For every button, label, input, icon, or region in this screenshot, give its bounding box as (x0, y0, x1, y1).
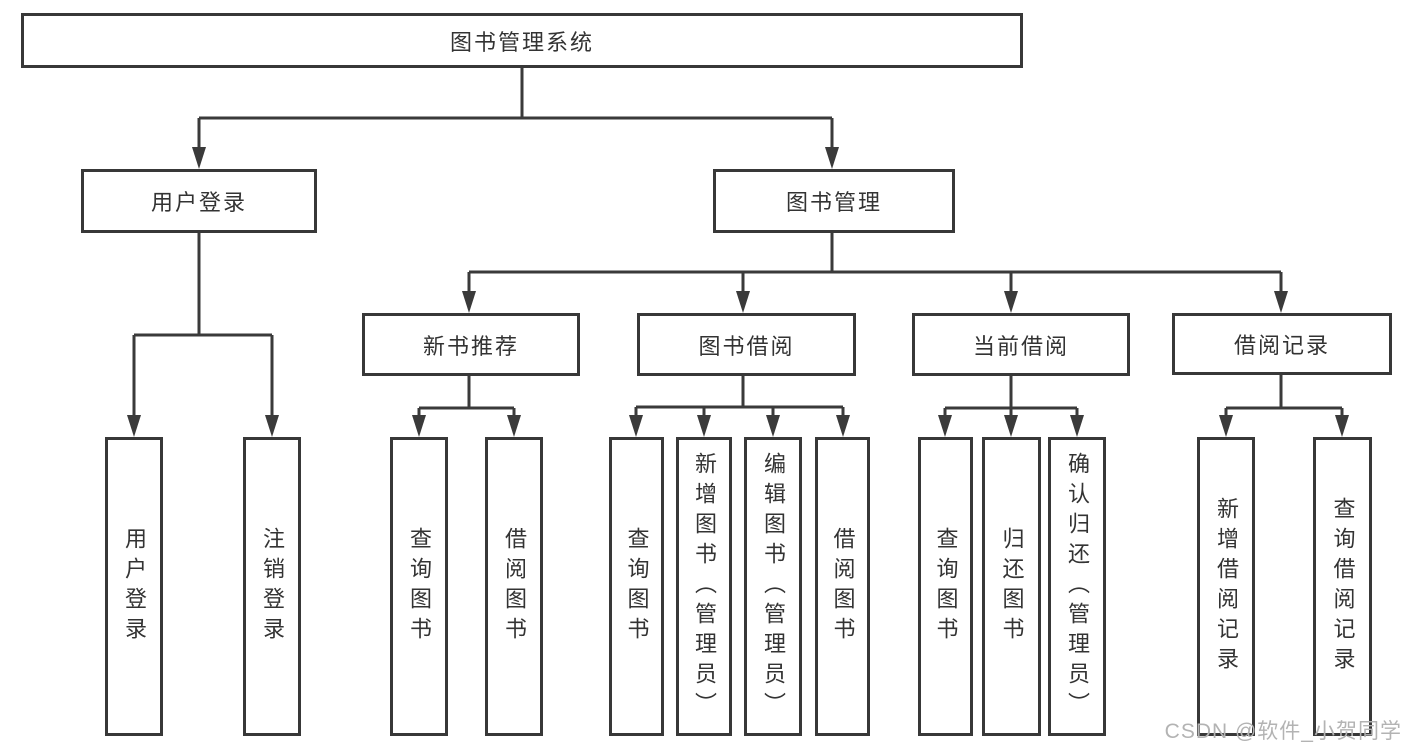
connector-root-to-level2 (192, 68, 839, 169)
leaf-recommend-query-books-label: 查询图书 (407, 526, 432, 647)
node-book-borrow: 图书借阅 (637, 313, 856, 376)
leaf-current-query-books-label: 查询图书 (933, 526, 959, 647)
connector-current-borrow-children (938, 376, 1084, 437)
leaf-return-books-label: 归还图书 (999, 526, 1025, 647)
connector-book-management-children (462, 233, 1288, 313)
connector-book-borrow-children (629, 376, 850, 437)
leaf-add-books-admin-label: 新增图书（管理员） (692, 451, 717, 722)
node-root-label: 图书管理系统 (449, 29, 594, 55)
connector-borrow-records-children (1219, 375, 1349, 437)
leaf-current-query-books: 查询图书 (918, 437, 973, 736)
connector-new-book-recommend-children (412, 376, 521, 437)
node-book-management: 图书管理 (713, 169, 955, 233)
leaf-confirm-return-admin: 确认归还（管理员） (1048, 437, 1106, 736)
connector-user-login-children (127, 233, 279, 437)
leaf-add-borrow-record-label: 新增借阅记录 (1214, 496, 1239, 677)
leaf-add-books-admin: 新增图书（管理员） (676, 437, 732, 736)
leaf-borrow-books: 借阅图书 (815, 437, 870, 736)
leaf-borrow-query-books-label: 查询图书 (624, 526, 650, 647)
node-current-borrow-label: 当前借阅 (972, 333, 1069, 359)
leaf-confirm-return-admin-label: 确认归还（管理员） (1065, 451, 1090, 722)
node-book-management-label: 图书管理 (785, 190, 882, 215)
leaf-edit-books-admin: 编辑图书（管理员） (744, 437, 802, 736)
node-root: 图书管理系统 (21, 13, 1023, 68)
leaf-user-login-label: 用户登录 (122, 526, 147, 647)
leaf-logout-label: 注销登录 (260, 526, 285, 647)
leaf-user-login: 用户登录 (105, 437, 163, 736)
node-new-book-recommend-label: 新书推荐 (422, 333, 519, 359)
node-borrow-records-label: 借阅记录 (1233, 333, 1330, 358)
leaf-borrow-query-books: 查询图书 (609, 437, 664, 736)
node-user-login: 用户登录 (81, 169, 317, 233)
leaf-recommend-query-books: 查询图书 (390, 437, 448, 736)
node-book-borrow-label: 图书借阅 (698, 333, 795, 359)
leaf-return-books: 归还图书 (982, 437, 1041, 736)
node-borrow-records: 借阅记录 (1172, 313, 1392, 375)
leaf-borrow-books-label: 借阅图书 (830, 526, 856, 647)
leaf-logout: 注销登录 (243, 437, 301, 736)
leaf-add-borrow-record: 新增借阅记录 (1197, 437, 1255, 736)
leaf-recommend-borrow-books: 借阅图书 (485, 437, 543, 736)
leaf-query-borrow-record: 查询借阅记录 (1313, 437, 1372, 736)
node-current-borrow: 当前借阅 (912, 313, 1130, 376)
node-user-login-label: 用户登录 (150, 190, 247, 215)
watermark-text: CSDN @软件_小贺同学 (1164, 720, 1402, 743)
node-new-book-recommend: 新书推荐 (362, 313, 580, 376)
leaf-edit-books-admin-label: 编辑图书（管理员） (761, 451, 786, 722)
leaf-query-borrow-record-label: 查询借阅记录 (1330, 496, 1356, 677)
leaf-recommend-borrow-books-label: 借阅图书 (502, 526, 527, 647)
